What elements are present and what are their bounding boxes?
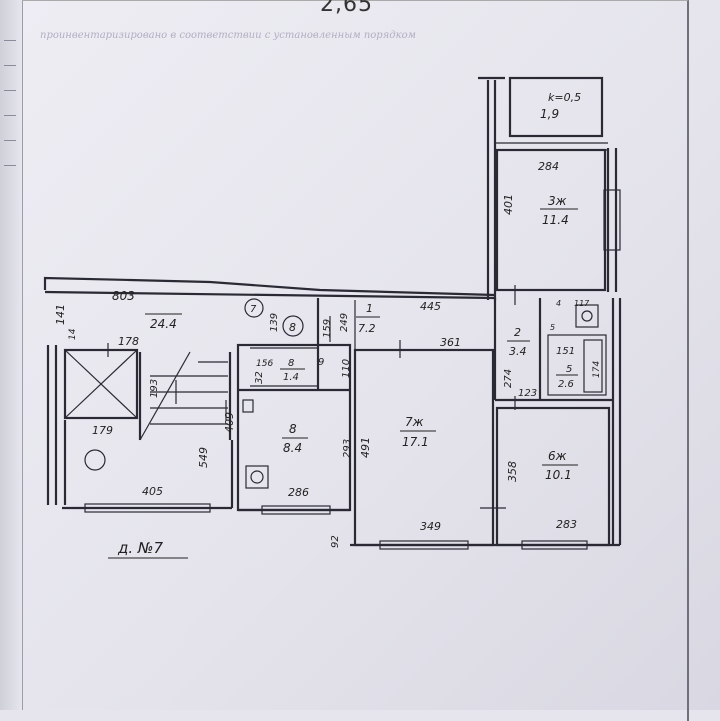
binding-tick <box>4 90 16 91</box>
dim-9: 9 <box>318 357 324 368</box>
dim-92: 92 <box>330 535 341 548</box>
pantry-code: 8 <box>288 358 294 369</box>
stove-icon <box>245 465 269 489</box>
wc-area: 2.6 <box>558 379 574 390</box>
fixtures <box>84 298 603 489</box>
circle-marker-7 <box>244 298 264 318</box>
binding-tick <box>4 115 16 116</box>
washbasin-icon <box>575 304 599 328</box>
windows <box>84 189 621 550</box>
dim-151: 151 <box>556 346 575 357</box>
outer-walls <box>43 76 622 547</box>
bath-code: 2 <box>514 326 521 339</box>
circle-7-label: 7 <box>250 304 257 315</box>
dim-5: 5 <box>550 323 555 332</box>
dim-4: 4 <box>556 299 561 308</box>
binding-tick <box>4 165 16 166</box>
dim-193: 193 <box>149 379 160 398</box>
dim-141: 141 <box>54 304 67 325</box>
circle-marker-8 <box>282 315 304 337</box>
binding-tick <box>4 40 16 41</box>
circle-8-label: 8 <box>289 321 296 334</box>
shaft-circle <box>84 449 106 471</box>
kitchen-code: 8 <box>289 422 297 436</box>
bathtub-icon <box>583 339 603 393</box>
dim-178: 178 <box>118 335 139 348</box>
dim-249: 249 <box>339 313 350 332</box>
sheet-frame <box>22 0 689 721</box>
stair-area: 24.4 <box>150 317 177 331</box>
dim-286: 286 <box>288 486 309 499</box>
labels: k=0,5 1,9 284 3ж 11.4 401 803 141 24.4 1… <box>54 91 602 559</box>
room6-code: 6ж <box>548 449 567 463</box>
pantry-area: 1.4 <box>283 372 299 383</box>
dim-117: 117 <box>574 299 590 308</box>
corridor-code: 1 <box>366 302 373 315</box>
room6-area: 10.1 <box>545 468 572 482</box>
balcony-code: k=0,5 <box>548 91 581 104</box>
dim-32: 32 <box>254 371 265 384</box>
wc-code: 5 <box>566 364 572 375</box>
dim-803: 803 <box>112 289 135 303</box>
faint-note-line: проинвентаризировано в соответствии с ус… <box>40 30 416 41</box>
dim-491: 491 <box>359 437 372 458</box>
page-binding <box>0 0 23 710</box>
dimension-ticks <box>107 285 516 509</box>
kitchen-area: 8.4 <box>283 441 302 455</box>
dim-445: 445 <box>420 300 441 313</box>
dim-358: 358 <box>506 461 519 482</box>
dim-123: 123 <box>518 388 537 399</box>
binding-tick <box>4 140 16 141</box>
sink-icon <box>242 399 254 413</box>
dim-361: 361 <box>440 336 461 349</box>
room7-code: 7ж <box>405 415 424 429</box>
dim-14: 14 <box>68 328 78 340</box>
bath-area: 3.4 <box>509 345 527 358</box>
dim-274: 274 <box>503 369 514 388</box>
dim-179: 179 <box>92 424 113 437</box>
room3-code: 3ж <box>548 194 567 208</box>
dim-409: 409 <box>223 412 236 433</box>
dim-405: 405 <box>142 485 163 498</box>
dim-401: 401 <box>502 194 515 215</box>
header-value: 2,65 <box>320 0 373 17</box>
corridor-area: 7.2 <box>358 322 376 335</box>
dim-139: 139 <box>269 313 280 332</box>
dim-293: 293 <box>342 439 353 458</box>
binding-tick <box>4 65 16 66</box>
dim-283: 283 <box>556 518 577 531</box>
dim-284: 284 <box>538 160 559 173</box>
dim-174: 174 <box>592 361 602 378</box>
room3-area: 11.4 <box>542 213 569 227</box>
room7-area: 17.1 <box>402 435 429 449</box>
dim-349: 349 <box>420 520 441 533</box>
dim-549: 549 <box>197 447 210 468</box>
dim-156: 156 <box>256 359 273 369</box>
balcony-area: 1,9 <box>540 107 559 121</box>
dim-159: 159 <box>322 319 333 338</box>
house-number-label: д. №7 <box>117 539 164 557</box>
dim-110: 110 <box>341 359 352 378</box>
